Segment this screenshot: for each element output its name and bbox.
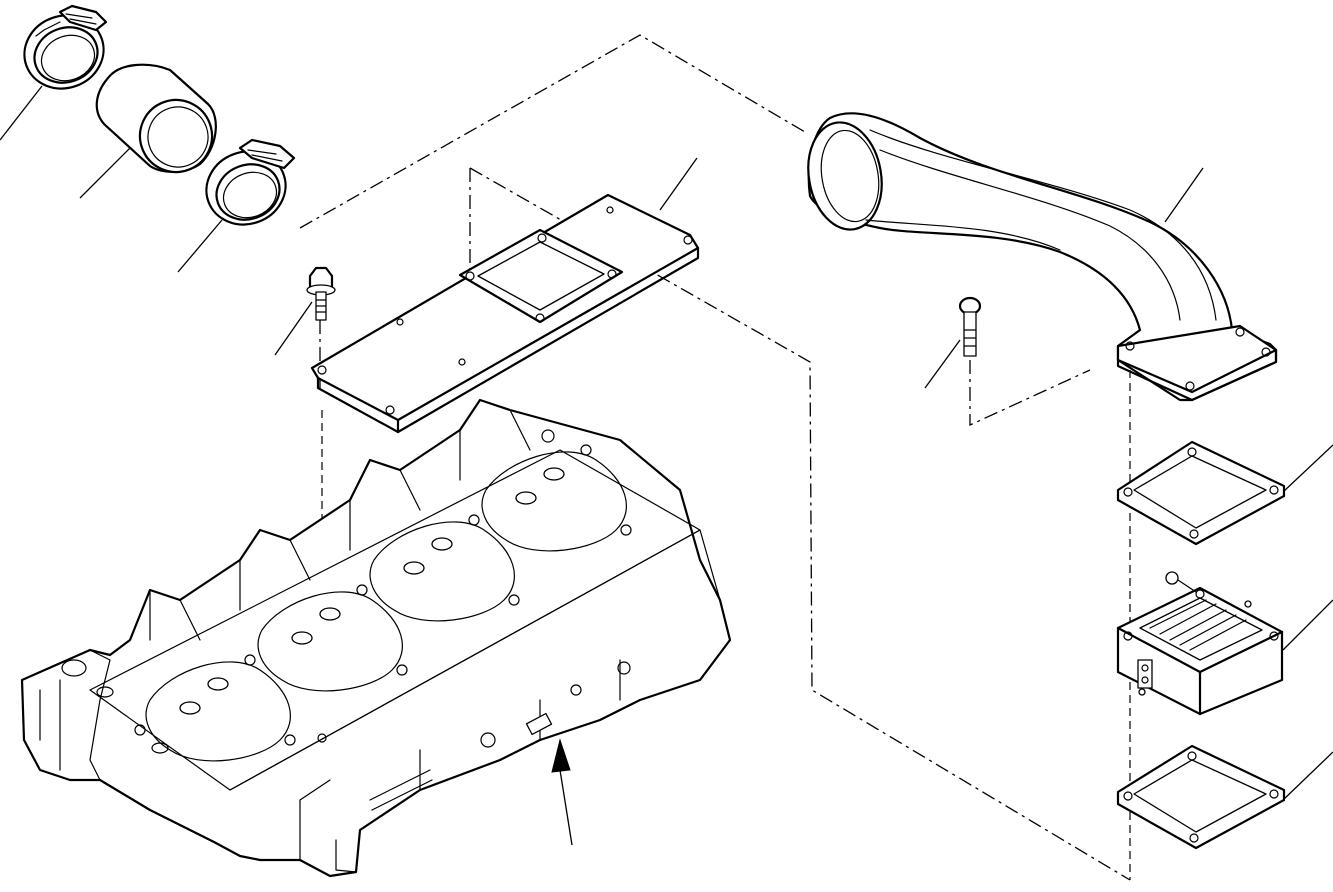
flange-bolt-right [958,296,982,357]
intake-cover-plate [310,193,700,434]
grid-heater [1116,571,1284,716]
flange-bolt-left [306,266,336,321]
intake-elbow-pipe [807,112,1278,402]
cylinder-head [20,398,732,878]
valve-bosses [179,467,565,715]
hose-clamp-upper [23,4,108,90]
hose-sleeve [95,63,217,174]
gasket-lower [1116,744,1286,850]
head-bolt-holes [134,429,632,746]
hose-clamp-lower [205,138,296,226]
gasket-upper [1116,440,1286,546]
leader-lines [0,85,1333,846]
